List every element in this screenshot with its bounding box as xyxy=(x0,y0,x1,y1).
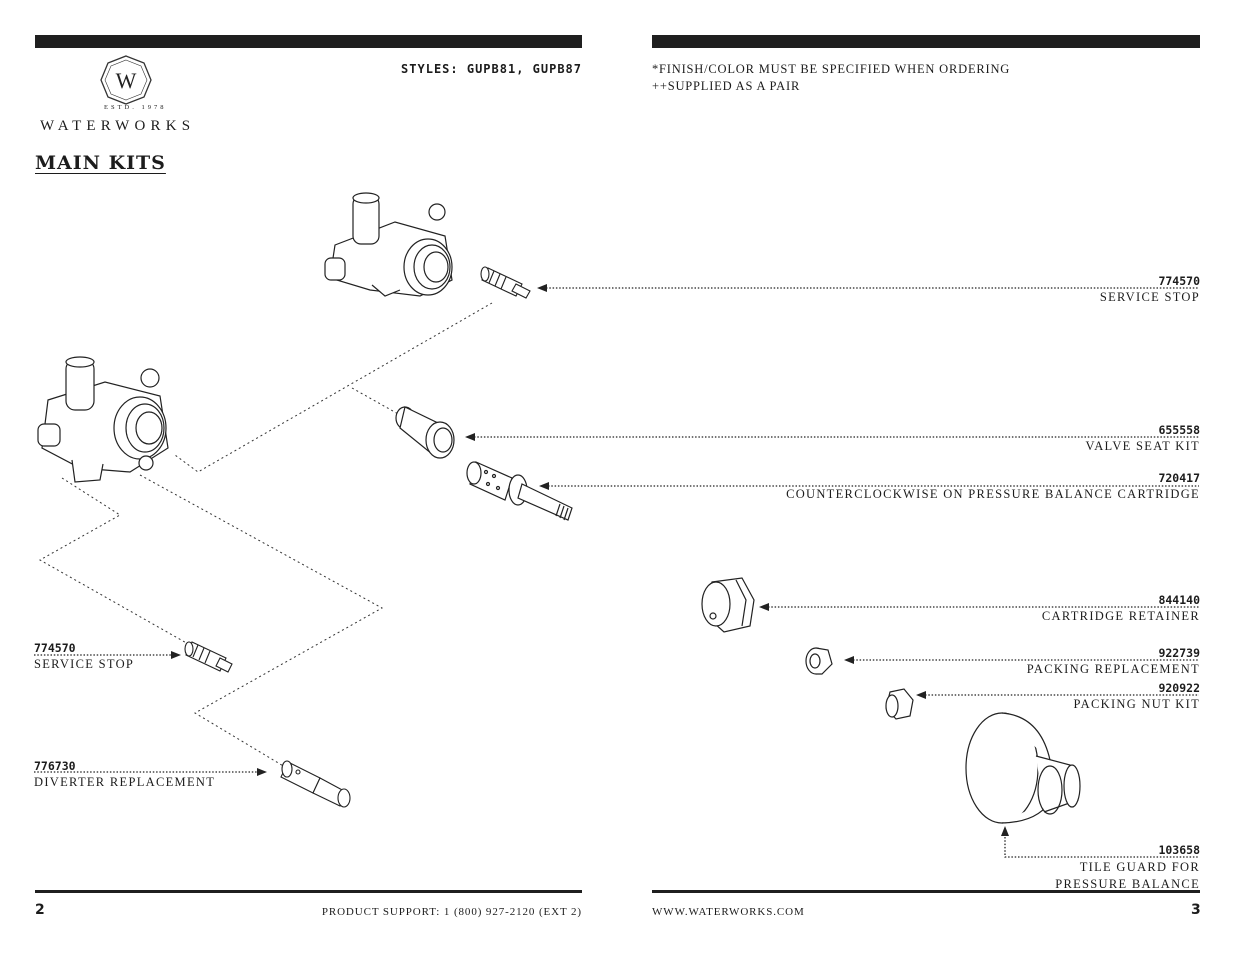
product-support: PRODUCT SUPPORT: 1 (800) 927-2120 (EXT 2… xyxy=(321,906,582,918)
styles-list: STYLES: GUPB81, GUPB87 xyxy=(401,62,582,76)
construction-lines xyxy=(38,302,493,771)
note-finish: *FINISH/COLOR MUST BE SPECIFIED WHEN ORD… xyxy=(652,62,1011,76)
part-label-packing-nut-kit: 920922 PACKING NUT KIT xyxy=(780,680,1200,712)
diverter-replacement xyxy=(280,760,351,808)
part-label-cartridge-retainer: 844140 CARTRIDGE RETAINER xyxy=(780,592,1200,624)
part-name: PACKING NUT KIT xyxy=(1073,697,1200,711)
valve-body-lower xyxy=(37,356,169,483)
leader-arrowheads xyxy=(171,284,1009,836)
pressure-balance-cartridge xyxy=(466,461,573,521)
part-name: CARTRIDGE RETAINER xyxy=(1041,609,1200,623)
section-title: MAIN KITS xyxy=(35,152,166,174)
packing-replacement xyxy=(805,647,833,675)
part-number: 655558 xyxy=(1158,423,1200,437)
leader-lines xyxy=(34,287,1199,858)
brand-estd: ESTD. 1978 xyxy=(104,104,167,111)
part-name: SERVICE STOP xyxy=(1099,290,1200,304)
footer-rule-right xyxy=(652,890,1200,893)
part-label-tile-guard: 103658 TILE GUARD FOR PRESSURE BALANCE xyxy=(780,842,1200,893)
part-label-service-stop-upper: 774570 SERVICE STOP xyxy=(780,273,1200,305)
part-label-packing-replacement: 922739 PACKING REPLACEMENT xyxy=(780,645,1200,677)
part-name: PACKING REPLACEMENT xyxy=(1026,662,1200,676)
part-number: 774570 xyxy=(1158,274,1200,288)
tile-guard xyxy=(965,712,1081,824)
part-label-diverter: 776730 DIVERTER REPLACEMENT xyxy=(34,758,454,790)
page-number-left: 2 xyxy=(35,902,45,918)
website-link[interactable]: WWW.WATERWORKS.COM xyxy=(652,906,805,918)
page-number-right: 3 xyxy=(1191,902,1201,918)
packing-nut xyxy=(885,688,914,720)
part-name: DIVERTER REPLACEMENT xyxy=(34,775,216,789)
part-name: VALVE SEAT KIT xyxy=(1085,439,1200,453)
part-name: SERVICE STOP xyxy=(34,657,135,671)
service-stop-lower xyxy=(184,641,233,673)
header-rule-left xyxy=(35,35,582,48)
part-name-line2: PRESSURE BALANCE xyxy=(1055,877,1200,891)
part-number: 776730 xyxy=(34,759,76,773)
valve-body-upper xyxy=(324,192,453,297)
part-number: 774570 xyxy=(34,641,76,655)
logo-letter: W xyxy=(116,68,137,93)
part-label-valve-seat-kit: 655558 VALVE SEAT KIT xyxy=(780,422,1200,454)
footer-rule-left xyxy=(35,890,582,893)
part-label-service-stop-lower: 774570 SERVICE STOP xyxy=(34,640,454,672)
part-number: 844140 xyxy=(1158,593,1200,607)
part-name: COUNTERCLOCKWISE ON PRESSURE BALANCE CAR… xyxy=(786,487,1200,501)
waterworks-logo: W xyxy=(100,55,152,105)
part-number: 920922 xyxy=(1158,681,1200,695)
brand-name: WATERWORKS xyxy=(40,118,196,134)
part-number: 922739 xyxy=(1158,646,1200,660)
header-rule-right xyxy=(652,35,1200,48)
cartridge-retainer xyxy=(701,577,755,633)
part-label-cartridge: 720417 COUNTERCLOCKWISE ON PRESSURE BALA… xyxy=(780,470,1200,502)
service-stop-upper xyxy=(480,266,531,299)
part-name: TILE GUARD FOR xyxy=(1079,860,1200,874)
part-number: 103658 xyxy=(1158,843,1200,857)
part-number: 720417 xyxy=(1158,471,1200,485)
valve-seat-kit xyxy=(395,406,455,459)
note-pair: ++SUPPLIED AS A PAIR xyxy=(652,79,801,93)
